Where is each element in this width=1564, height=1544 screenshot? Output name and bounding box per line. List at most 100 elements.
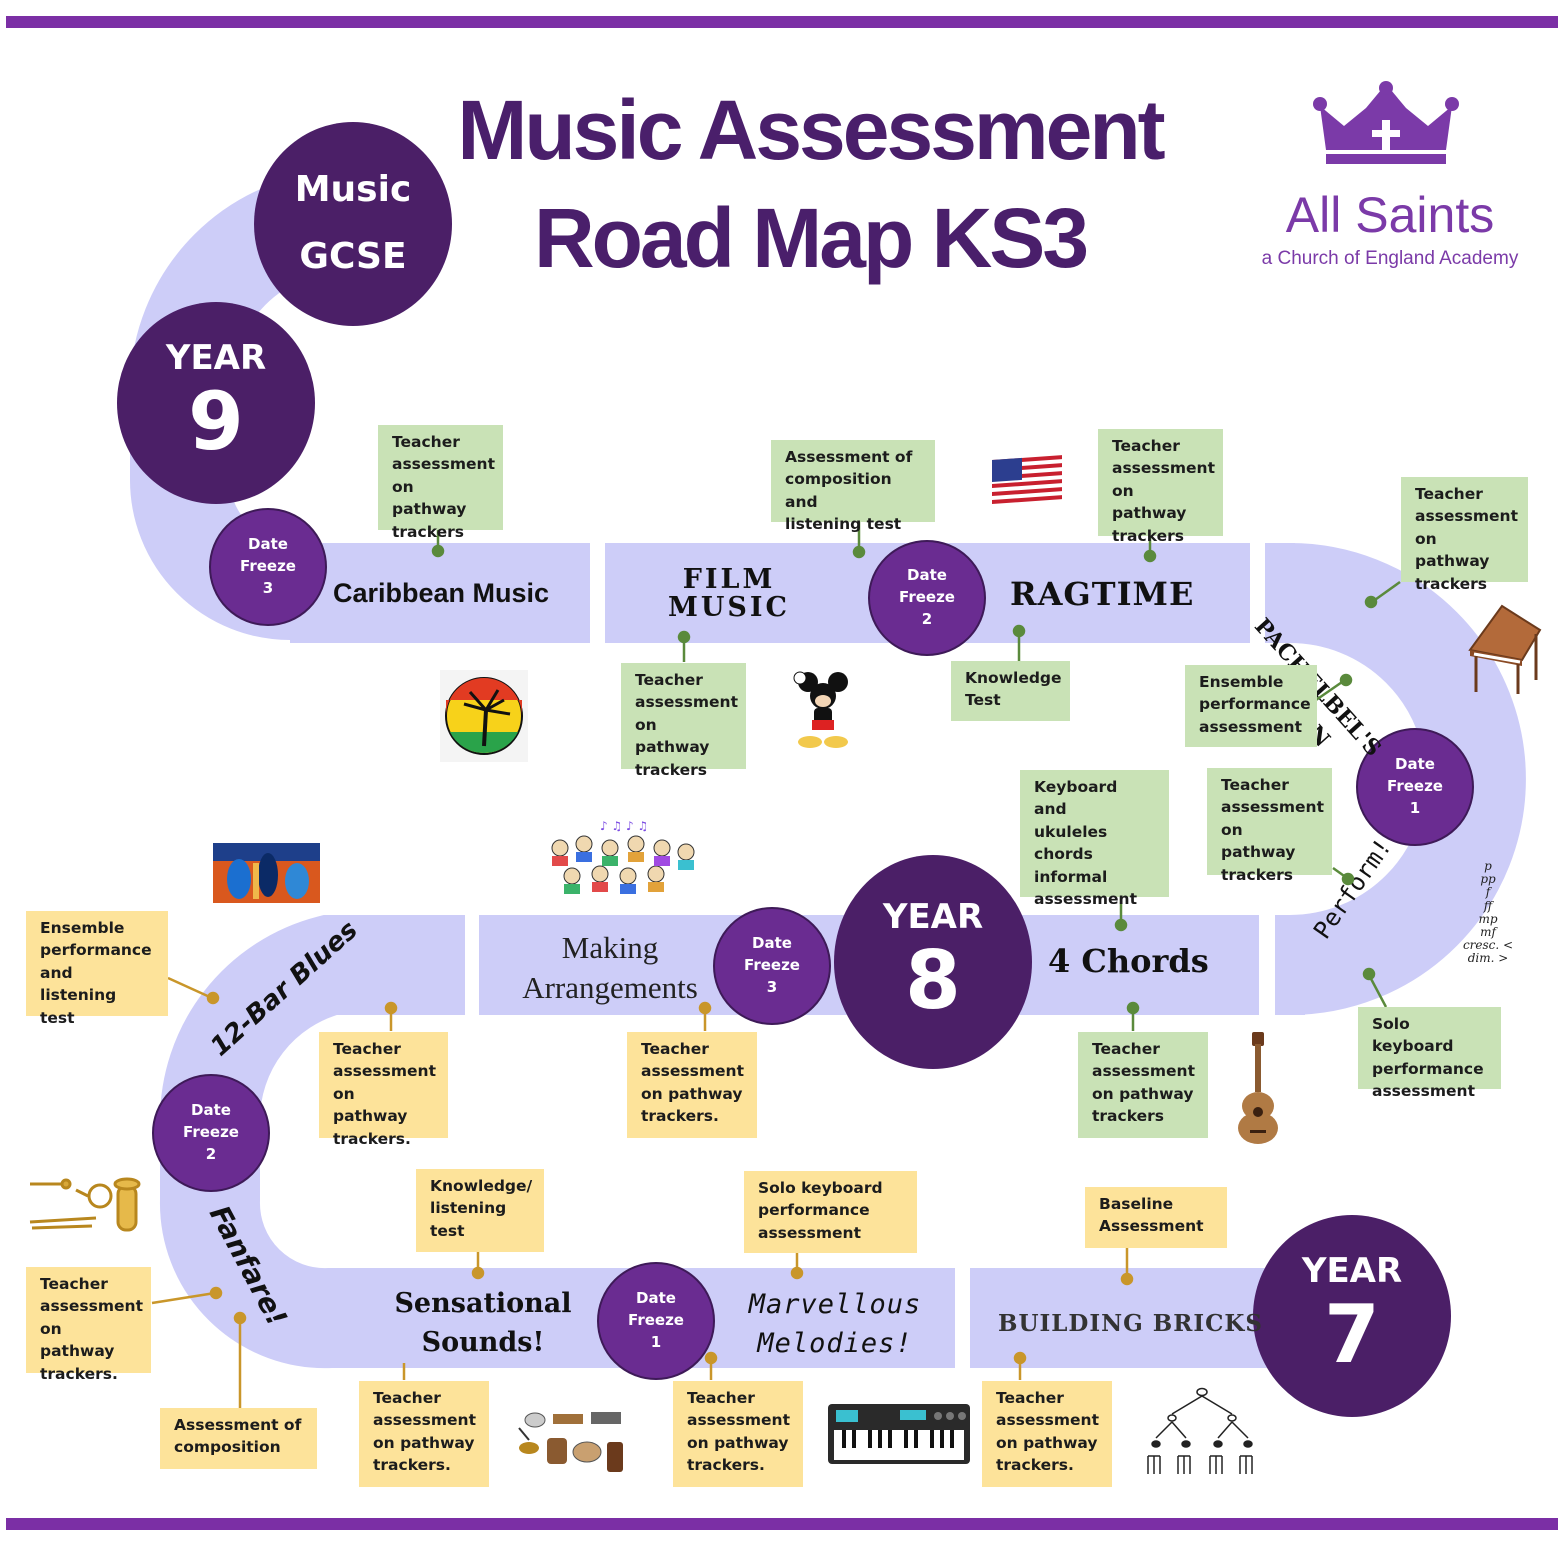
note-arrangements-teacher-assessment: Teacher assessment on pathway trackers. xyxy=(627,1032,757,1138)
df-label: Freeze xyxy=(628,1311,684,1330)
df-label: Date xyxy=(248,535,288,554)
df-label: Date xyxy=(191,1101,231,1120)
note-chords-teacher-assessment: Teacher assessment on pathway trackers xyxy=(1078,1032,1208,1138)
ukulele-icon xyxy=(1238,1032,1278,1144)
dynamics-item: ff xyxy=(1483,898,1493,913)
keyboard-synth-icon xyxy=(828,1404,970,1464)
df-label: Freeze xyxy=(899,588,955,607)
dynamics-item: p xyxy=(1484,859,1492,873)
note-caribbean-teacher-assessment: Teacher assessment on pathway trackers xyxy=(378,425,503,541)
svg-text:♪ ♫ ♪ ♫: ♪ ♫ ♪ ♫ xyxy=(600,819,648,833)
unit-4-chords: 4 Chords xyxy=(1048,942,1209,980)
note-value-tree-icon xyxy=(1147,1387,1253,1474)
year7-number: 7 xyxy=(1324,1287,1380,1381)
df-number: 2 xyxy=(205,1144,217,1163)
year8-number: 8 xyxy=(905,933,961,1027)
note-bricks-teacher-assessment: Teacher assessment on pathway trackers. xyxy=(982,1381,1112,1487)
gcse-label-1: Music xyxy=(294,169,412,211)
note-perform-solo-keyboard: Solo keyboard performance assessment xyxy=(1358,1007,1501,1100)
df-label: Date xyxy=(636,1289,676,1308)
dynamics-item: dim. > xyxy=(1467,951,1509,966)
note-film-teacher-assessment: Teacher assessment on pathway trackers xyxy=(621,663,746,779)
year9-milestone: YEAR 9 xyxy=(117,302,315,504)
df-label: Date xyxy=(907,566,947,585)
year7-milestone: YEAR 7 xyxy=(1253,1215,1451,1417)
year9-label: YEAR xyxy=(165,338,267,379)
df-number: 1 xyxy=(650,1332,662,1351)
page-title-line1: Music Assessment xyxy=(457,83,1165,177)
top-border-bar xyxy=(6,16,1558,28)
school-logo: All Saints a Church of England Academy xyxy=(1240,78,1540,278)
df-number: 3 xyxy=(766,977,778,996)
dynamics-item: mf xyxy=(1480,924,1496,939)
brass-instruments-icon xyxy=(29,1177,141,1232)
unit-caribbean-music: Caribbean Music xyxy=(333,578,550,608)
dynamics-item: mp xyxy=(1478,911,1498,926)
dynamics-item: pp xyxy=(1480,872,1496,887)
note-perform-teacher-assessment: Teacher assessment on pathway trackers xyxy=(1207,768,1332,884)
cartoon-mouse-icon xyxy=(793,671,848,748)
year9-number: 9 xyxy=(188,374,244,468)
note-chords-informal-assessment: Keyboard and ukuleles chords informal as… xyxy=(1020,770,1169,908)
us-flag-icon xyxy=(992,455,1062,504)
note-blues-ensemble-listening: Ensemble performance and listening test xyxy=(26,911,168,1027)
dynamics-list: p pp f ff mp mf cresc. < dim. > xyxy=(1458,859,1518,966)
logo-tagline: a Church of England Academy xyxy=(1261,248,1519,269)
note-film-composition-listening: Assessment of composition and listening … xyxy=(771,440,935,533)
df-label: Freeze xyxy=(744,956,800,975)
bottom-border-bar xyxy=(6,1518,1558,1530)
logo-name: All Saints xyxy=(1285,187,1495,243)
note-sensational-knowledge-listening: Knowledge/ listening test xyxy=(416,1169,544,1252)
year8-label: YEAR xyxy=(882,897,984,938)
note-bricks-baseline: Baseline Assessment xyxy=(1085,1187,1227,1248)
dynamics-item: cresc. < xyxy=(1462,938,1514,953)
df-label: Freeze xyxy=(183,1123,239,1142)
df-label: Freeze xyxy=(1387,777,1443,796)
blues-band-painting-icon xyxy=(213,843,320,903)
note-sensational-teacher-assessment: Teacher assessment on pathway trackers. xyxy=(359,1381,489,1487)
note-fanfare-teacher-assessment: Teacher assessment on pathway trackers. xyxy=(26,1267,151,1383)
palm-tree-badge-icon xyxy=(440,670,528,762)
note-melodies-solo-keyboard: Solo keyboard performance assessment xyxy=(744,1171,917,1253)
unit-building-bricks: BUILDING BRICKS xyxy=(998,1310,1264,1337)
note-fanfare-composition: Assessment of composition xyxy=(160,1408,317,1469)
df-number: 3 xyxy=(262,578,274,597)
percussion-instruments-icon xyxy=(518,1412,623,1472)
df-label: Date xyxy=(1395,755,1435,774)
note-melodies-teacher-assessment: Teacher assessment on pathway trackers. xyxy=(673,1381,803,1487)
unit-sensational-sounds: Sensational Sounds! xyxy=(394,1288,572,1359)
note-blues-teacher-assessment: Teacher assessment on pathway trackers. xyxy=(319,1032,448,1148)
crown-cross-icon xyxy=(1313,81,1459,164)
note-pachelbel-ensemble: Ensemble performance assessment xyxy=(1185,665,1317,747)
unit-ragtime: RAGTIME xyxy=(1010,575,1195,613)
df-number: 2 xyxy=(921,609,933,628)
year8-milestone: YEAR 8 xyxy=(834,855,1032,1069)
unit-marvellous-melodies: Marvellous Melodies! xyxy=(748,1289,922,1360)
df-label: Freeze xyxy=(240,557,296,576)
track-segment-perform xyxy=(1275,915,1305,1015)
gcse-label-2: GCSE xyxy=(299,236,407,277)
harpsichord-icon xyxy=(1468,604,1542,694)
choir-singers-icon: ♪ ♫ ♪ ♫ xyxy=(551,819,695,894)
gcse-milestone: Music GCSE xyxy=(254,122,452,326)
df-label: Date xyxy=(752,934,792,953)
dynamics-item: f xyxy=(1485,885,1491,900)
track-segment-bricks xyxy=(970,1268,1270,1368)
note-ragtime-teacher-assessment: Teacher assessment on pathway trackers xyxy=(1098,429,1223,545)
track-segment-caribbean xyxy=(290,543,590,643)
page-title-line2: Road Map KS3 xyxy=(533,191,1089,285)
track-segment-pachelbel xyxy=(1265,543,1295,643)
unit-film-music: FILM MUSIC xyxy=(668,564,791,624)
df-number: 1 xyxy=(1409,798,1421,817)
year7-label: YEAR xyxy=(1301,1251,1403,1292)
note-ragtime-knowledge-test: Knowledge Test xyxy=(951,661,1070,721)
note-pachelbel-teacher-assessment: Teacher assessment on pathway trackers xyxy=(1401,477,1528,593)
unit-making-arrangements: Making Arrangements xyxy=(522,930,698,1006)
